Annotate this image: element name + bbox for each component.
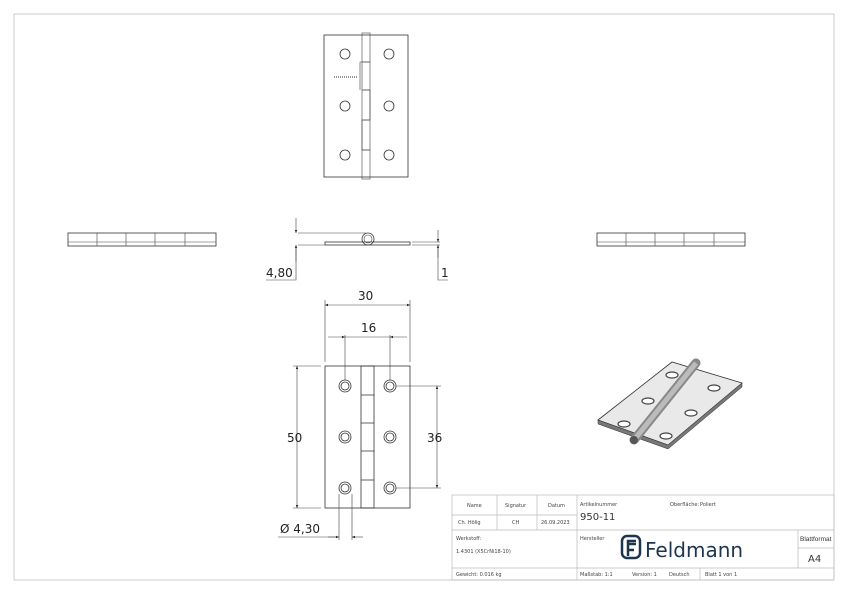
dim-hole-spacing-y: 36 bbox=[427, 431, 442, 445]
dim-hole-diameter: Ø 4,30 bbox=[280, 522, 320, 536]
surface-value: Poliert bbox=[700, 502, 716, 508]
date-label: Datum bbox=[548, 503, 565, 509]
main-view-hinge bbox=[278, 300, 441, 540]
left-side-view bbox=[67, 232, 217, 247]
dim-height: 50 bbox=[287, 431, 302, 445]
top-view-hinge bbox=[323, 32, 409, 180]
article-label: Artikelnummer bbox=[580, 502, 618, 508]
dim-width: 30 bbox=[358, 289, 373, 303]
date-value: 26.09.2023 bbox=[541, 520, 570, 526]
signature-value: CH bbox=[512, 520, 519, 526]
sheet-number: Blatt 1 von 1 bbox=[705, 572, 737, 578]
manufacturer-label: Hersteller bbox=[580, 536, 605, 542]
material-value: 1.4301 (X5CrNi18-10) bbox=[456, 549, 511, 555]
language: Deutsch bbox=[669, 572, 690, 578]
article-value: 950-11 bbox=[580, 512, 615, 523]
drawing-frame bbox=[13, 13, 835, 581]
svg-text:Feldmann: Feldmann bbox=[645, 538, 743, 562]
title-block: Name Signatur Datum Ch. Hölig CH 26.09.2… bbox=[451, 494, 835, 581]
name-label: Name bbox=[467, 503, 482, 509]
material-label: Werkstoff: bbox=[456, 536, 482, 542]
scale: Maßstab: 1:1 bbox=[580, 572, 613, 578]
right-side-view bbox=[596, 232, 746, 247]
weight: Gewicht: 0.016 kg bbox=[456, 572, 502, 578]
version: Version: 1 bbox=[632, 572, 657, 578]
feldmann-logo: Feldmann bbox=[620, 534, 743, 562]
isometric-view-hinge bbox=[597, 358, 743, 450]
dim-hole-spacing-x: 16 bbox=[361, 321, 376, 335]
format-value: A4 bbox=[808, 554, 821, 565]
surface-label: Oberfläche: bbox=[670, 502, 699, 508]
edge-view bbox=[266, 218, 448, 281]
format-label: Blattformat bbox=[800, 536, 832, 543]
name-value: Ch. Hölig bbox=[458, 520, 481, 526]
signature-label: Signatur bbox=[505, 503, 527, 509]
dim-total-thickness: 4,80 bbox=[266, 266, 293, 280]
dim-sheet-thickness: 1 bbox=[441, 266, 449, 280]
